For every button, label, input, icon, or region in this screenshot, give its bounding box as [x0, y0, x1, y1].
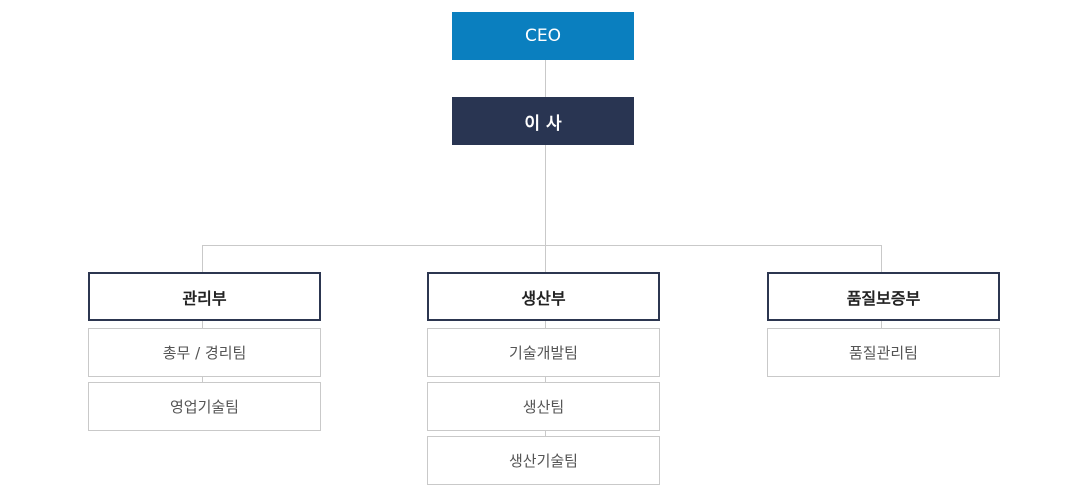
- director-label: 이 사: [524, 113, 562, 134]
- ceo-node: CEO: [452, 12, 634, 60]
- connector-branch-dept-admin: [202, 245, 203, 272]
- dept-quality-node: 품질보증부: [767, 272, 1000, 321]
- dept-admin-label: 관리부: [182, 288, 227, 308]
- ceo-label: CEO: [525, 26, 561, 46]
- team-label: 영업기술팀: [169, 398, 239, 416]
- team-node: 영업기술팀: [88, 382, 321, 431]
- team-node: 총무 / 경리팀: [88, 328, 321, 377]
- dept-admin-node: 관리부: [88, 272, 321, 321]
- director-node: 이 사: [452, 97, 634, 145]
- connector-production-teams: [545, 321, 546, 436]
- connector-quality-teams: [881, 321, 882, 328]
- connector-branch-dept-quality: [881, 245, 882, 272]
- dept-production-label: 생산부: [521, 288, 566, 308]
- team-node: 생산기술팀: [427, 436, 660, 485]
- connector-ceo-director: [545, 60, 546, 97]
- team-node: 생산팀: [427, 382, 660, 431]
- dept-quality-label: 품질보증부: [846, 288, 921, 308]
- connector-branch-dept-production: [545, 245, 546, 272]
- team-label: 기술개발팀: [508, 344, 578, 362]
- team-label: 생산기술팀: [508, 452, 578, 470]
- team-node: 품질관리팀: [767, 328, 1000, 377]
- team-label: 품질관리팀: [848, 344, 918, 362]
- team-label: 생산팀: [522, 398, 565, 416]
- connector-branch-horizontal: [202, 245, 882, 246]
- team-node: 기술개발팀: [427, 328, 660, 377]
- dept-production-node: 생산부: [427, 272, 660, 321]
- connector-director-branch: [545, 145, 546, 245]
- team-label: 총무 / 경리팀: [162, 344, 247, 362]
